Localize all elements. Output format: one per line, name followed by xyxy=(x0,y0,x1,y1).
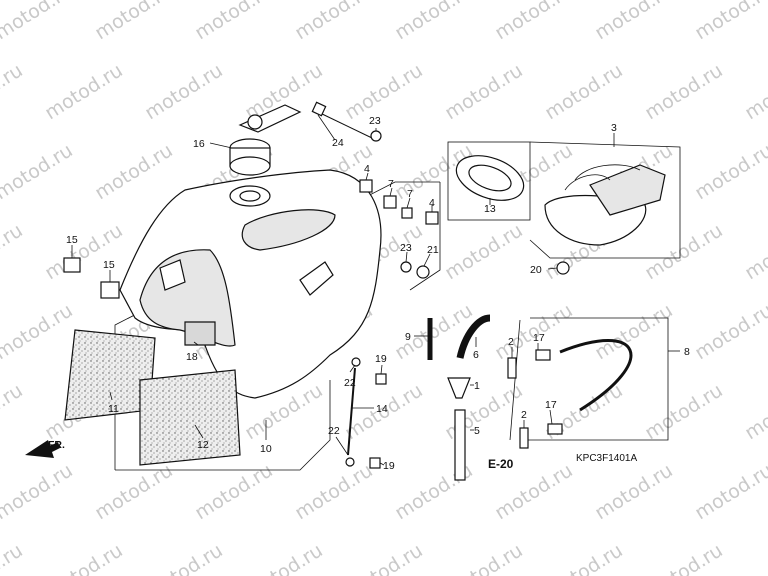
callout-23-upper: 23 xyxy=(369,115,381,127)
watermark-text: motod.ru xyxy=(641,539,727,576)
callout-18: 18 xyxy=(186,351,198,363)
watermark-text: motod.ru xyxy=(291,459,377,524)
watermark-text: motod.ru xyxy=(591,459,677,524)
callout-21: 21 xyxy=(427,244,439,256)
watermark-text: motod.ru xyxy=(741,379,768,444)
callout-3: 3 xyxy=(611,122,617,134)
fuel-pump-part xyxy=(544,164,666,246)
callout-2-lower: 2 xyxy=(521,409,527,421)
watermark-text: motod.ru xyxy=(491,0,577,44)
watermark-text: motod.ru xyxy=(0,539,27,576)
watermark-text: motod.ru xyxy=(0,59,27,124)
callout-4-upper: 4 xyxy=(364,163,370,175)
callout-12: 12 xyxy=(197,439,209,451)
watermark-text: motod.ru xyxy=(0,0,77,44)
callout-9: 9 xyxy=(405,331,411,343)
watermark-text: motod.ru xyxy=(0,299,77,364)
watermark-text: motod.ru xyxy=(441,219,527,284)
watermark-text: motod.ru xyxy=(141,59,227,124)
watermark-text: motod.ru xyxy=(541,59,627,124)
watermark-text: motod.ru xyxy=(91,139,177,204)
gasket-part xyxy=(455,155,525,201)
bolt-part xyxy=(311,101,373,139)
watermark-text: motod.ru xyxy=(0,459,77,524)
leader-lines xyxy=(71,114,680,466)
callout-11: 11 xyxy=(108,403,119,415)
watermark-text: motod.ru xyxy=(391,0,477,44)
watermark-text: motod.ru xyxy=(291,0,377,44)
watermark-text: motod.ru xyxy=(191,459,277,524)
fuel-hose-part xyxy=(507,339,633,449)
callout-17-upper: 17 xyxy=(533,332,545,344)
drain-tube-part xyxy=(345,357,387,469)
watermark-text: motod.ru xyxy=(141,539,227,576)
watermark-text: motod.ru xyxy=(591,0,677,44)
callout-19-lower: 19 xyxy=(383,460,395,472)
callout-1: 1 xyxy=(474,380,480,392)
watermark-text: motod.ru xyxy=(341,539,427,576)
watermark-text: motod.ru xyxy=(0,219,27,284)
watermark-text: motod.ru xyxy=(691,459,768,524)
callout-10: 10 xyxy=(260,443,272,455)
callout-14: 14 xyxy=(376,403,388,415)
front-label: FR. xyxy=(48,439,65,451)
callout-15-left: 15 xyxy=(66,234,78,246)
watermark-text: motod.ru xyxy=(241,539,327,576)
watermark-text: motod.ru xyxy=(691,139,768,204)
front-direction-indicator: FR. xyxy=(25,439,65,458)
watermark-text: motod.ru xyxy=(641,379,727,444)
callout-22-upper: 22 xyxy=(344,377,356,389)
callout-19-upper: 19 xyxy=(375,353,387,365)
watermark-text: motod.ru xyxy=(541,539,627,576)
callout-24: 24 xyxy=(332,137,344,149)
watermark-text: motod.ru xyxy=(91,0,177,44)
watermark-text: motod.ru xyxy=(691,0,768,44)
hoses xyxy=(427,314,491,481)
callout-7-left: 7 xyxy=(388,178,394,190)
fuel-tank xyxy=(119,169,382,399)
callout-7-right: 7 xyxy=(407,188,413,200)
watermark-text: motod.ru xyxy=(341,59,427,124)
seal-pads xyxy=(64,329,241,466)
section-reference: E-20 xyxy=(488,457,514,471)
watermark-text: motod.ru xyxy=(191,0,277,44)
watermark-text: motod.ru xyxy=(641,219,727,284)
callout-5: 5 xyxy=(474,425,480,437)
watermark-text: motod.ru xyxy=(741,59,768,124)
fuel-cap-assembly xyxy=(229,104,302,176)
callout-22-lower: 22 xyxy=(328,425,340,437)
watermark-text: motod.ru xyxy=(0,379,27,444)
watermark-text: motod.ru xyxy=(591,299,677,364)
callout-16: 16 xyxy=(193,138,205,150)
callout-13: 13 xyxy=(484,203,496,215)
callout-4-lower: 4 xyxy=(429,197,435,209)
watermark-text: motod.ru xyxy=(441,539,527,576)
watermark-text: motod.ru xyxy=(41,219,127,284)
callout-15-right: 15 xyxy=(103,259,115,271)
callout-labels: 16 24 23 4 7 7 4 23 21 13 3 20 9 6 1 5 2… xyxy=(66,115,690,472)
watermark-text: motod.ru xyxy=(641,59,727,124)
watermark-text: motod.ru xyxy=(91,459,177,524)
callout-17-lower: 17 xyxy=(545,399,557,411)
callout-6: 6 xyxy=(473,349,479,361)
watermark-text: motod.ru xyxy=(741,539,768,576)
callout-2-upper: 2 xyxy=(508,336,514,348)
watermark-text: motod.ru xyxy=(741,219,768,284)
callout-23-lower: 23 xyxy=(400,242,412,254)
callout-20: 20 xyxy=(530,264,542,276)
watermark-text: motod.ru xyxy=(41,539,127,576)
watermark-text: motod.ru xyxy=(441,59,527,124)
diagram-code: KPC3F1401A xyxy=(576,453,637,464)
watermark-text: motod.ru xyxy=(41,59,127,124)
callout-8: 8 xyxy=(684,346,690,358)
watermark-text: motod.ru xyxy=(691,299,768,364)
watermark-text: motod.ru xyxy=(0,139,77,204)
fasteners xyxy=(63,130,570,299)
